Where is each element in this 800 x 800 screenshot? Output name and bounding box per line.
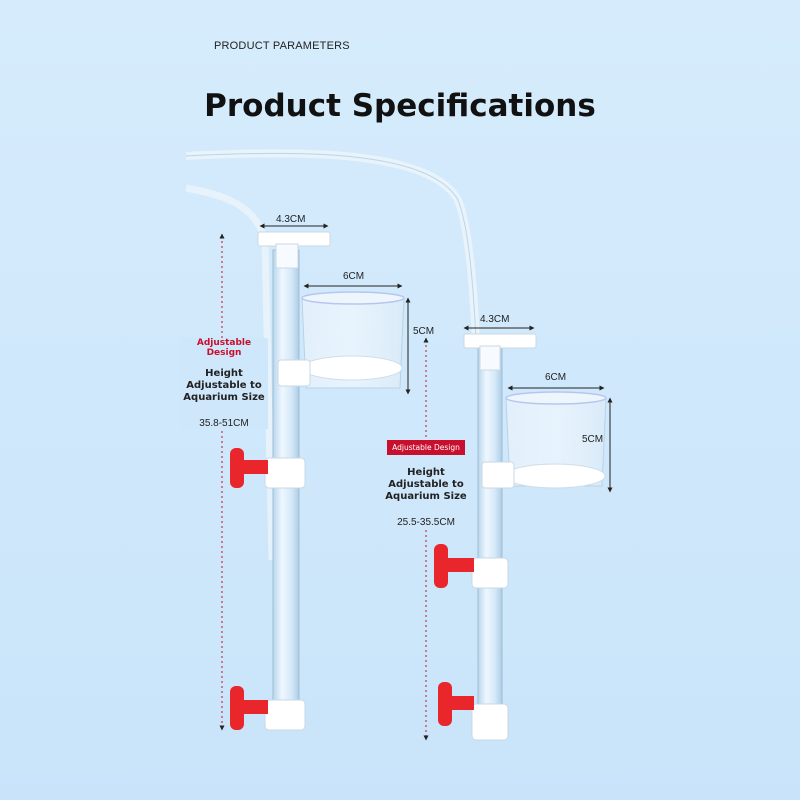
small-feeder-tube: [477, 339, 503, 741]
small-feeder-height-note: Adjustable Design Height Adjustable to A…: [384, 440, 468, 528]
large-feeder-cup-ring: [301, 355, 403, 381]
large-height-note-text: Height Adjustable to Aquarium Size: [183, 368, 265, 403]
large-feeder-suction-upper: [230, 448, 268, 488]
large-height-range: 35.8-51CM: [199, 418, 249, 429]
small-cup-height-label: 5CM: [582, 434, 603, 445]
small-height-note-text: Height Adjustable to Aquarium Size: [385, 467, 467, 502]
small-feeder: 4.3CM 6CM 5CM: [423, 314, 613, 741]
large-arm-width-label: 4.3CM: [276, 214, 305, 225]
large-feeder-tube: [272, 249, 300, 731]
large-feeder-height-note: Adjustable Design Height Adjustable to A…: [180, 338, 268, 429]
large-cup-width-label: 6CM: [343, 271, 364, 282]
small-adjustable-badge: Adjustable Design: [387, 440, 465, 455]
small-arm-width-label: 4.3CM: [480, 314, 509, 325]
small-feeder-suction-upper: [434, 544, 474, 588]
section-kicker: PRODUCT PARAMETERS: [214, 40, 350, 52]
small-feeder-cup-ring: [504, 463, 606, 489]
small-feeder-suction-lower: [438, 682, 474, 726]
large-cup-height-label: 5CM: [413, 326, 434, 337]
large-feeder: 4.3CM 6CM 5CM: [219, 214, 434, 731]
small-height-range: 25.5-35.5CM: [397, 517, 455, 528]
page-title: Product Specifications: [204, 88, 596, 124]
small-cup-width-label: 6CM: [545, 372, 566, 383]
large-adjustable-badge: Adjustable Design: [196, 338, 252, 358]
large-feeder-suction-lower: [230, 686, 268, 730]
